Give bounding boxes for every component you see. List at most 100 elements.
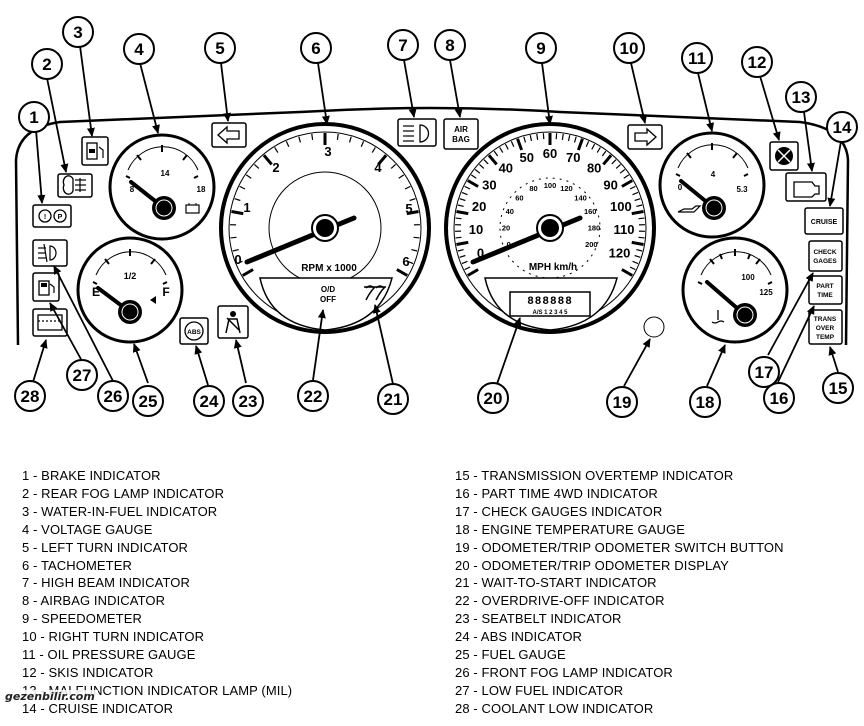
gauge-tick xyxy=(239,185,246,190)
oil-low-label: 0 xyxy=(678,183,683,192)
gauge-tick xyxy=(619,169,626,174)
callout-11: 11 xyxy=(681,42,713,74)
svg-text:22: 22 xyxy=(304,387,323,406)
gauge-tick xyxy=(377,154,388,166)
brake-indicator: ! P xyxy=(32,204,72,228)
svg-text:28: 28 xyxy=(21,387,40,406)
low-fuel-indicator xyxy=(32,272,60,302)
callout-28: 28 xyxy=(14,380,46,412)
gauge-tick xyxy=(510,140,515,147)
gauge-tick xyxy=(411,248,418,252)
svg-text:10: 10 xyxy=(620,39,639,58)
legend-item: 10 - RIGHT TURN INDICATOR xyxy=(22,629,205,645)
speed-tick-label: 100 xyxy=(544,181,557,190)
svg-text:26: 26 xyxy=(104,387,123,406)
svg-text:2: 2 xyxy=(42,55,51,74)
svg-text:P: P xyxy=(58,214,63,221)
svg-text:14: 14 xyxy=(833,118,852,137)
speed-unit-label: MPH km/h xyxy=(529,262,577,273)
gauge-tick xyxy=(638,236,645,239)
gauge-tick xyxy=(336,133,339,140)
watermark: gezenbilir.com xyxy=(2,690,98,703)
part-time-label-1: PART xyxy=(816,283,833,290)
speed-tick-label: 20 xyxy=(502,223,510,232)
right-turn-indicator xyxy=(627,124,663,150)
gauge-tick xyxy=(636,204,643,208)
front-fog-lamp-indicator xyxy=(32,239,68,267)
callout-26: 26 xyxy=(97,380,129,412)
gauge-tick xyxy=(262,154,273,166)
od-off-indicator-line2: OFF xyxy=(320,295,336,304)
svg-text:6: 6 xyxy=(311,39,320,58)
callout-18: 18 xyxy=(689,386,721,418)
gauge-tick xyxy=(601,150,607,157)
gauge-tick xyxy=(638,217,645,220)
gauge-tick xyxy=(253,163,260,169)
gauge-tick xyxy=(406,210,419,216)
gauge-tick xyxy=(285,140,290,147)
tach-tick-label-6: 6 xyxy=(402,254,409,269)
od-off-indicator-line1: O/D xyxy=(321,285,335,294)
gauge-tick xyxy=(409,198,416,202)
voltage-high-label: 18 xyxy=(197,185,206,194)
svg-text:!: ! xyxy=(44,214,46,221)
instrument-cluster-diagram: 0 1 2 3 4 5 6 RPM x 1000 O/D OFF 0102030… xyxy=(14,16,858,418)
gear-indicator: A/S 1 2 3 4 5 xyxy=(532,310,568,316)
callout-2: 2 xyxy=(31,48,63,80)
tachometer: 0 1 2 3 4 5 6 RPM x 1000 O/D OFF xyxy=(219,122,431,334)
gauge-tick xyxy=(573,136,577,143)
callout-15: 15 xyxy=(822,372,854,404)
gauge-tick xyxy=(516,138,524,151)
legend-item: 21 - WAIT-TO-START INDICATOR xyxy=(455,575,657,591)
cruise-label: CRUISE xyxy=(811,219,838,226)
gauge-tick xyxy=(455,217,462,220)
coolant-low-indicator xyxy=(32,308,68,337)
gauge-tick xyxy=(461,260,468,265)
gauge-tick xyxy=(464,185,471,190)
callout-12: 12 xyxy=(741,46,773,78)
gauge-tick xyxy=(536,133,539,140)
gauge-tick xyxy=(404,185,411,190)
oil-mid-label: 4 xyxy=(711,170,716,179)
callout-20: 20 xyxy=(477,382,509,414)
legend-item: 24 - ABS INDICATOR xyxy=(455,629,583,645)
gauge-tick xyxy=(631,240,644,246)
trans-label-1: TRANS xyxy=(814,316,837,323)
speed-tick-label: 140 xyxy=(574,193,587,202)
svg-text:19: 19 xyxy=(613,393,632,412)
legend-item: 22 - OVERDRIVE-OFF INDICATOR xyxy=(455,593,665,609)
svg-text:13: 13 xyxy=(792,88,811,107)
abs-indicator: ABS xyxy=(179,317,209,345)
gauge-tick xyxy=(390,163,397,169)
abs-label: ABS xyxy=(187,329,201,336)
gauge-tick xyxy=(504,143,509,150)
callout-3: 3 xyxy=(62,16,94,48)
legend-item: 7 - HIGH BEAM INDICATOR xyxy=(22,575,190,591)
gauge-tick xyxy=(274,147,279,153)
airbag-label-1: AIR xyxy=(454,125,468,134)
airbag-label-2: BAG xyxy=(452,135,470,144)
callout-10: 10 xyxy=(613,32,645,64)
svg-text:21: 21 xyxy=(384,390,403,409)
speed-tick-label: 90 xyxy=(603,178,617,193)
fuel-empty-label: E xyxy=(92,285,100,299)
legend-item: 27 - LOW FUEL INDICATOR xyxy=(455,682,624,698)
speed-tick-label: 60 xyxy=(543,146,557,161)
voltage-gauge: 8 14 18 xyxy=(108,133,216,241)
gauge-tick xyxy=(466,268,479,277)
check-gages-label-2: GAGES xyxy=(813,258,837,265)
gauge-tick xyxy=(629,266,636,271)
fuel-half-label: 1/2 xyxy=(124,271,137,281)
gauge-tick xyxy=(474,169,481,174)
gauge-tick xyxy=(591,143,596,150)
gauge-tick xyxy=(464,266,471,271)
gauge-tick xyxy=(245,174,252,179)
gauge-tick xyxy=(459,254,466,258)
callout-8: 8 xyxy=(434,29,466,61)
gauge-tick xyxy=(232,248,239,252)
odometer-trip-switch-button[interactable] xyxy=(643,316,665,338)
svg-text:23: 23 xyxy=(239,392,258,411)
tach-tick-label-1: 1 xyxy=(243,200,250,215)
gauge-tick xyxy=(407,260,414,265)
